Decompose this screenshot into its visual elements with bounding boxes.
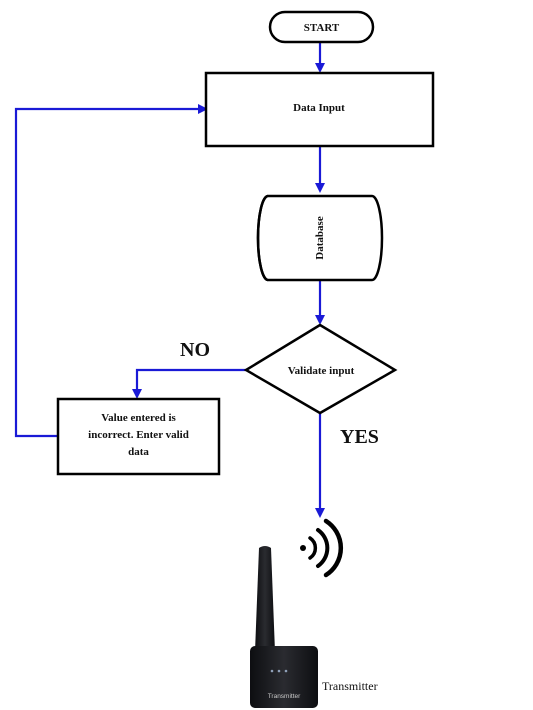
data-input-node: Data Input [204,71,435,148]
database-label: Database [314,216,326,260]
arrow-no-branch [132,368,246,399]
wifi-signal-icon [300,518,344,578]
connectors [14,42,325,518]
start-shape [268,10,375,44]
error-shape [56,397,221,476]
yes-label: YES [340,426,379,448]
validate-node: Validate input [243,323,398,415]
start-label: START [304,22,340,34]
database-node: Database [256,194,384,282]
error-node: Value entered is incorrect. Enter valid … [56,397,221,476]
error-line-3: data [128,446,149,458]
transmitter-label: Transmitter [322,679,378,693]
transmitter-device-text: Transmitter [268,693,301,700]
validate-label: Validate input [288,365,355,377]
led-2 [277,669,281,673]
transmitter-antenna [255,546,275,652]
data-input-shape [204,71,435,148]
transmitter-device: Transmitter [250,546,318,708]
data-input-label: Data Input [293,102,345,114]
start-node: START [268,10,375,44]
led-3 [284,669,288,673]
led-1 [270,669,274,673]
error-line-1: Value entered is [101,412,176,424]
no-label: NO [180,339,210,361]
arrow-loop-back [14,104,208,438]
transmitter-body [250,646,318,708]
error-line-2: incorrect. Enter valid [88,429,189,441]
database-rim [256,194,269,282]
validate-shape [243,323,398,415]
